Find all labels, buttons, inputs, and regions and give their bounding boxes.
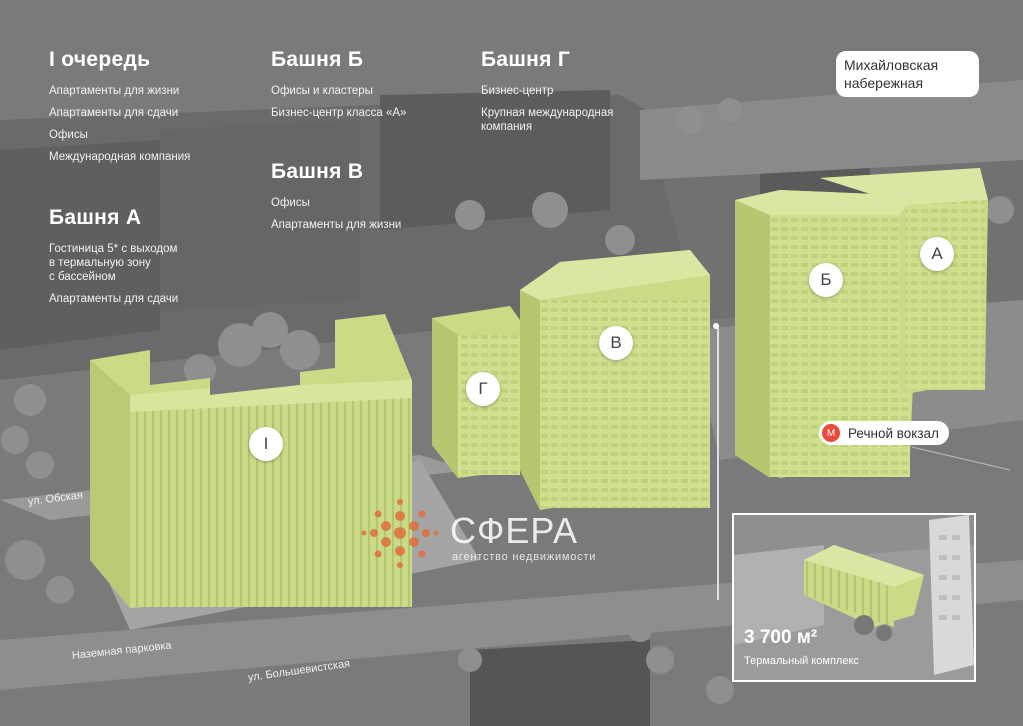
legend-item: Апартаменты для сдачи [49,107,179,119]
legend-title: Башня В [271,160,364,183]
metro-station-name: Речной вокзал [848,425,939,441]
legend-title: I очередь [49,48,151,71]
badge-tower-b[interactable]: Б [809,263,843,297]
agency-tagline: агентство недвижимости [452,551,597,563]
legend-item: Апартаменты для сдачи [49,293,179,305]
thermal-area: 3 700 м² [744,627,818,648]
legend-item: Гостиница 5* с выходом в термальную зону… [49,243,178,283]
inset-render [734,515,974,680]
thermal-caption: Термальный комплекс [744,655,859,667]
metro-station-label: М Речной вокзал [819,421,949,445]
badge-tower-g[interactable]: Г [466,372,500,406]
metro-icon: М [822,424,840,442]
legend-item: Офисы [49,129,88,141]
agency-name: СФЕРА [450,510,578,551]
thermal-complex-inset: 3 700 м² Термальный комплекс [732,513,976,682]
legend-tower-b: Башня Б Офисы и кластеры Бизнес-центр кл… [271,48,406,128]
legend-tower-a: Башня А Гостиница 5* с выходом в термаль… [49,206,178,314]
legend-tower-g: Башня Г Бизнес-центр Крупная международн… [481,48,613,142]
legend-item: Бизнес-центр класса «А» [271,107,407,119]
legend-item: Офисы и кластеры [271,85,373,97]
legend-item: Апартаменты для жизни [49,85,180,97]
legend-title: Башня А [49,206,142,229]
legend-item: Крупная международная компания [481,107,614,133]
legend-item: Офисы [271,197,310,209]
badge-tower-a[interactable]: А [920,237,954,271]
legend-item: Бизнес-центр [481,85,554,97]
legend-tower-v: Башня В Офисы Апартаменты для жизни [271,160,401,240]
legend-item: Апартаменты для жизни [271,219,402,231]
agency-watermark: СФЕРА агентство недвижимости [360,496,595,576]
legend-item: Международная компания [49,151,191,163]
legend-title: Башня Б [271,48,364,71]
legend-title: Башня Г [481,48,571,71]
badge-phase1[interactable]: I [249,427,283,461]
logo-dots-icon [361,499,439,568]
embankment-label: Михайловская набережная [836,51,979,97]
badge-tower-v[interactable]: В [599,326,633,360]
legend-phase1: I очередь Апартаменты для жизни Апартаме… [49,48,190,172]
